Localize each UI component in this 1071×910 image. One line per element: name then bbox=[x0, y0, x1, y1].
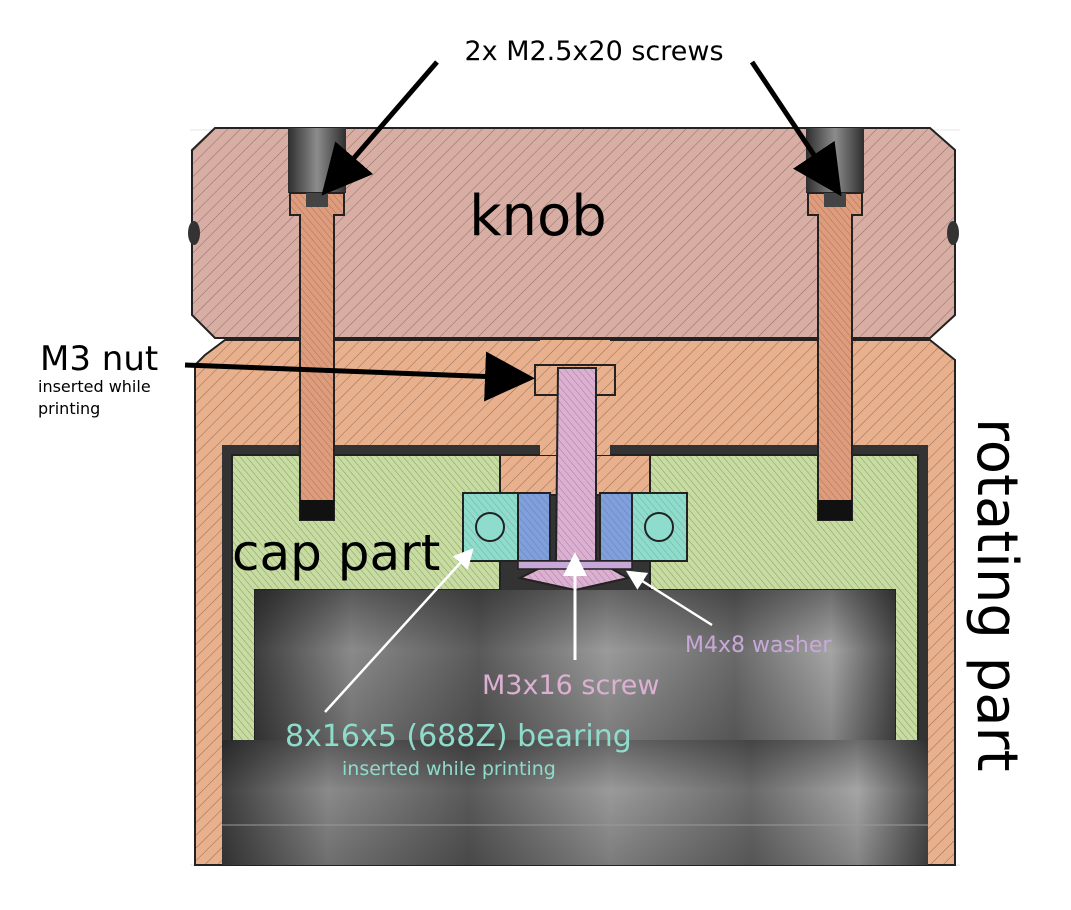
label-screws: 2x M2.5x20 screws bbox=[464, 36, 723, 67]
knob-notch-right bbox=[947, 221, 959, 245]
label-knob: knob bbox=[469, 184, 607, 249]
label-screw: M3x16 screw bbox=[482, 670, 660, 701]
bearing-left bbox=[462, 492, 551, 562]
bearing-right bbox=[599, 492, 688, 562]
m2-5-screw-right bbox=[807, 192, 863, 521]
label-washer: M4x8 washer bbox=[685, 633, 832, 658]
label-bearing: 8x16x5 (688Z) bearing bbox=[285, 719, 632, 754]
knob-notch-left bbox=[188, 221, 200, 245]
m2-5-screw-left bbox=[289, 192, 345, 521]
label-nut: M3 nut bbox=[40, 339, 158, 379]
screw-hole-left bbox=[288, 128, 346, 193]
callout-arrows bbox=[184, 60, 842, 713]
label-bearing-note: inserted while printing bbox=[342, 758, 556, 780]
label-cap: cap part bbox=[232, 524, 440, 582]
label-rotating: rotating part bbox=[964, 418, 1029, 772]
label-nut-note-1: inserted while bbox=[38, 377, 151, 396]
label-nut-note-2: printing bbox=[38, 399, 100, 418]
